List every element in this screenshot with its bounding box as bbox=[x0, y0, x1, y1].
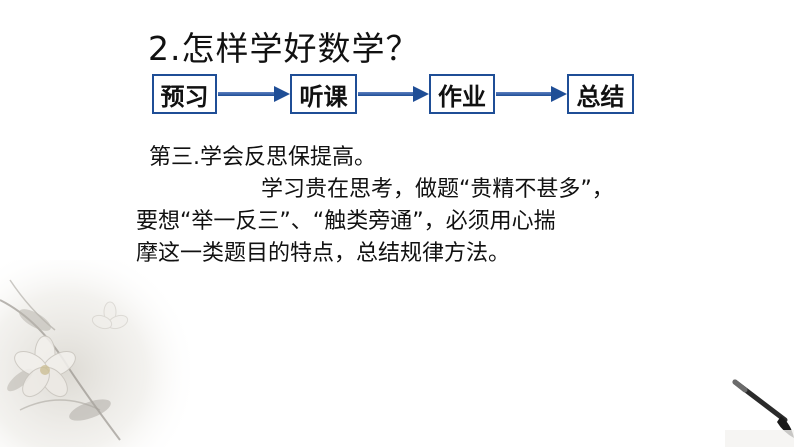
paragraph-line-2: 学习贵在思考，做题“贵精不甚多”， bbox=[261, 177, 614, 202]
paragraph-line-3: 要想“举一反三”、“触类旁通”，必须用心揣 bbox=[136, 209, 556, 234]
flow-step-homework: 作业 bbox=[429, 74, 495, 114]
calligraphy-brush-decoration bbox=[725, 379, 794, 447]
arrow-1 bbox=[218, 86, 290, 102]
paragraph-line-1: 第三.学会反思保提高。 bbox=[149, 145, 376, 170]
body-paragraph: 第三.学会反思保提高。 学习贵在思考，做题“贵精不甚多”， 要想“举一反三”、“… bbox=[136, 142, 696, 270]
arrow-3 bbox=[496, 86, 567, 102]
arrow-2 bbox=[358, 86, 429, 102]
lotus-flower-decoration bbox=[0, 260, 190, 447]
slide-title: 2.怎样学好数学？ bbox=[148, 29, 420, 68]
flow-step-preview: 预习 bbox=[152, 74, 217, 114]
flow-step-lecture: 听课 bbox=[290, 74, 357, 114]
flow-step-summary: 总结 bbox=[567, 74, 634, 114]
paragraph-line-4: 摩这一类题目的特点，总结规律方法。 bbox=[136, 241, 511, 266]
